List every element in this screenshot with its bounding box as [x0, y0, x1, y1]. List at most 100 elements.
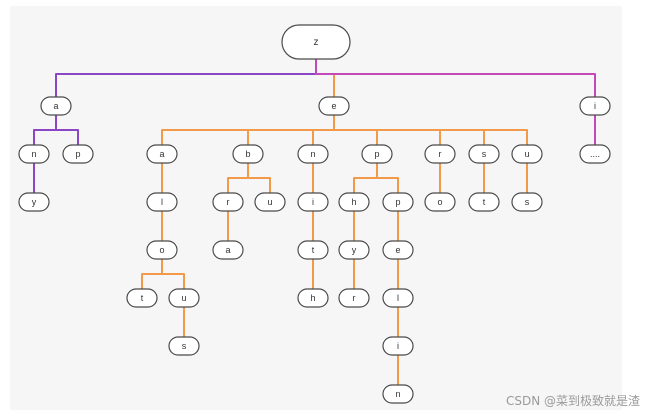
tree-node: e [318, 96, 350, 116]
node-box [511, 144, 543, 164]
node-label: r [227, 197, 230, 207]
tree-edge [247, 163, 271, 193]
tree-node: u [511, 144, 543, 164]
tree-node: u [254, 192, 286, 212]
node-box [338, 240, 370, 260]
node-box [382, 192, 414, 212]
tree-node: i [297, 192, 329, 212]
node-label: s [525, 197, 530, 207]
node-label: i [397, 341, 399, 351]
node-box [168, 288, 200, 308]
tree-edge [376, 163, 399, 193]
node-box [18, 192, 50, 212]
tree-edge [227, 163, 249, 193]
node-box [361, 144, 393, 164]
tree-node: s [511, 192, 543, 212]
node-box [297, 192, 329, 212]
tree-edge [55, 115, 79, 145]
tree-node: r [212, 192, 244, 212]
node-box [382, 288, 414, 308]
tree-node: r [338, 288, 370, 308]
node-label: u [181, 293, 186, 303]
node-box [297, 144, 329, 164]
node-label: l [397, 293, 399, 303]
tree-edge [315, 59, 335, 97]
node-label: r [353, 293, 356, 303]
node-box [318, 96, 350, 116]
tree-node: u [168, 288, 200, 308]
tree-node: l [382, 288, 414, 308]
node-label: .... [590, 149, 600, 159]
tree-node: .... [579, 144, 611, 164]
node-box [212, 240, 244, 260]
node-box [168, 336, 200, 356]
tree-node: t [126, 288, 158, 308]
tree-node: s [468, 144, 500, 164]
node-box [424, 144, 456, 164]
tree-edge [315, 59, 596, 97]
node-box [40, 96, 72, 116]
node-box [424, 192, 456, 212]
node-label: s [182, 341, 187, 351]
node-label: p [395, 197, 400, 207]
node-label: y [32, 197, 37, 207]
tree-edge [353, 163, 378, 193]
node-box [297, 240, 329, 260]
tree-node: a [40, 96, 72, 116]
node-label: l [161, 197, 163, 207]
node-box [126, 288, 158, 308]
node-label: z [314, 37, 319, 48]
node-box [146, 240, 178, 260]
tree-node: o [146, 240, 178, 260]
tree-node: t [297, 240, 329, 260]
node-box [382, 240, 414, 260]
tree-edge [55, 59, 317, 97]
node-label: p [374, 149, 379, 159]
tree-node: o [424, 192, 456, 212]
node-box [281, 24, 351, 60]
node-label: e [331, 101, 336, 111]
node-label: a [159, 149, 164, 159]
watermark: CSDN @菜到极致就是渣 [505, 394, 640, 408]
node-label: o [437, 197, 442, 207]
node-box [146, 192, 178, 212]
node-box [297, 288, 329, 308]
tree-node: r [424, 144, 456, 164]
tree-node: y [338, 240, 370, 260]
tree-edge [333, 115, 528, 145]
node-label: o [159, 245, 164, 255]
node-label: y [352, 245, 357, 255]
node-label: h [310, 293, 315, 303]
tree-node: p [62, 144, 94, 164]
node-label: p [75, 149, 80, 159]
node-label: n [310, 149, 315, 159]
node-box [338, 192, 370, 212]
node-box [511, 192, 543, 212]
node-box [468, 144, 500, 164]
tree-node: b [232, 144, 264, 164]
tree-node: n [18, 144, 50, 164]
node-label: n [395, 389, 400, 399]
node-label: n [31, 149, 36, 159]
tree-node: l [146, 192, 178, 212]
node-label: s [482, 149, 487, 159]
tree-node: h [297, 288, 329, 308]
tree-root-node: z [281, 24, 351, 60]
node-label: i [594, 101, 596, 111]
tree-node: i [382, 336, 414, 356]
tree-node: a [212, 240, 244, 260]
tree-node: t [468, 192, 500, 212]
node-label: t [141, 293, 144, 303]
tree-node: n [297, 144, 329, 164]
tree-node: a [146, 144, 178, 164]
node-box [146, 144, 178, 164]
tree-node: p [361, 144, 393, 164]
tree-edge [312, 115, 335, 145]
node-box [18, 144, 50, 164]
node-label: t [483, 197, 486, 207]
node-label: u [267, 197, 272, 207]
node-box [232, 144, 264, 164]
node-box [212, 192, 244, 212]
